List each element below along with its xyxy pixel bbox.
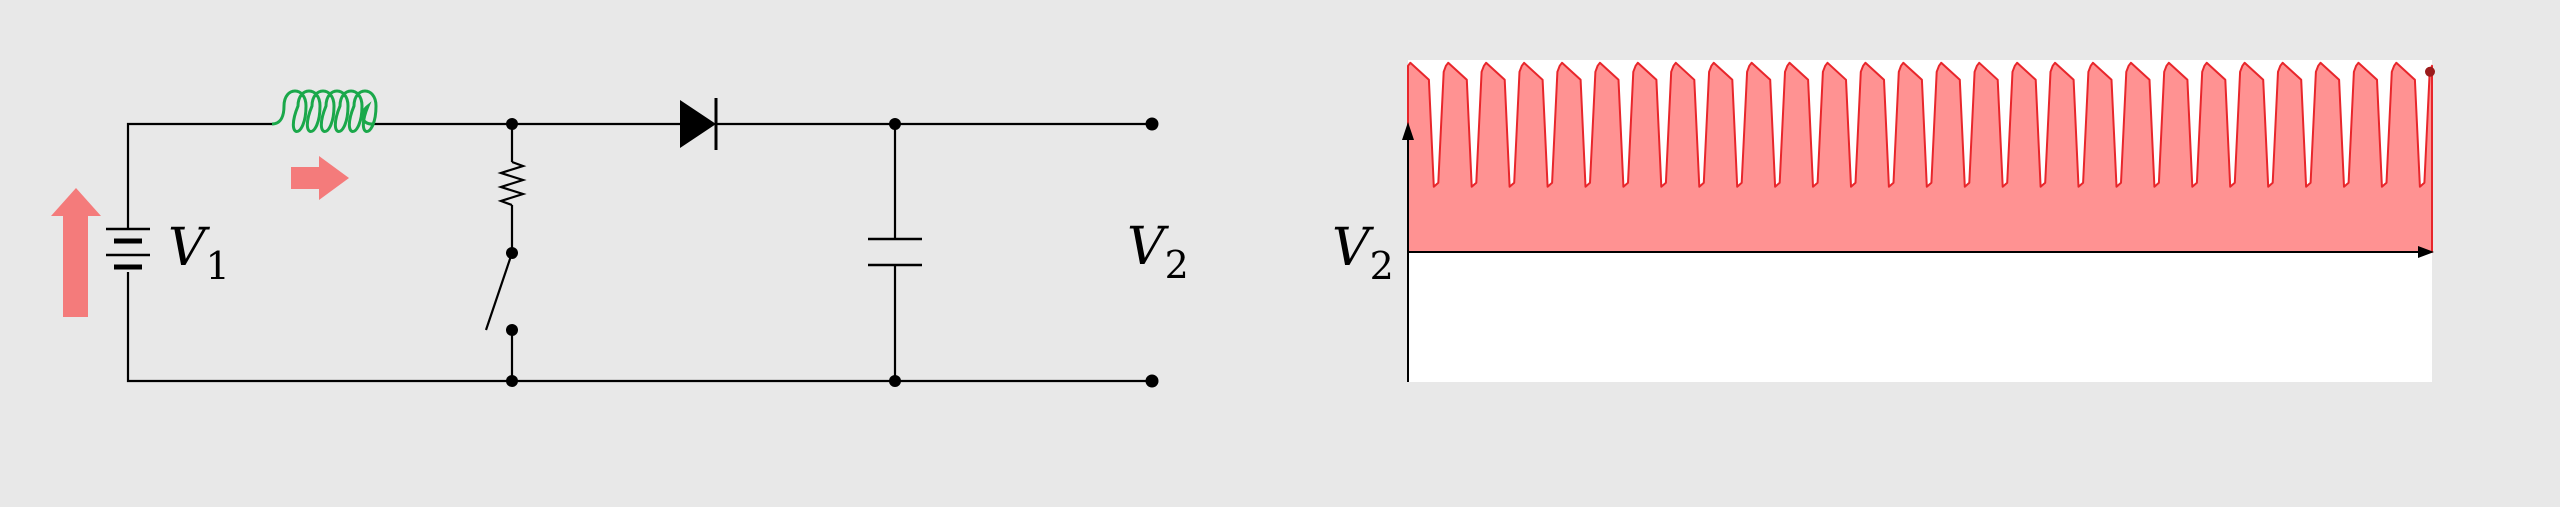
plot-y-label: V2 bbox=[1332, 218, 1394, 288]
waveform-end-dot bbox=[2425, 66, 2435, 77]
junction-dot bbox=[506, 118, 518, 130]
output-terminal-dot bbox=[1145, 117, 1159, 131]
circuit-diagram: V1 bbox=[51, 89, 1189, 388]
output-voltage-waveform bbox=[1407, 61, 2433, 253]
circuit-wires bbox=[126, 122, 1152, 383]
output-voltage-label: V2 bbox=[1127, 217, 1189, 287]
output-terminal-dot bbox=[1145, 374, 1159, 388]
battery-icon bbox=[106, 227, 150, 270]
resistor-icon bbox=[497, 160, 527, 207]
capacitor-icon bbox=[868, 237, 922, 267]
junction-dots bbox=[506, 117, 1159, 388]
switch-icon bbox=[484, 252, 514, 331]
junction-dot bbox=[889, 375, 901, 387]
switch-contact-dot bbox=[506, 247, 518, 259]
wire-source-top bbox=[126, 122, 272, 229]
inductor-current-arrow-icon bbox=[291, 156, 349, 200]
junction-dot bbox=[889, 118, 901, 130]
switch-contact-dot bbox=[506, 324, 518, 336]
source-current-arrow-icon bbox=[51, 188, 101, 317]
x-axis-arrow-icon bbox=[2418, 246, 2434, 258]
source-voltage-label: V1 bbox=[168, 218, 230, 288]
junction-dot bbox=[506, 375, 518, 387]
diode-icon bbox=[680, 98, 718, 150]
output-voltage-plot: V2 bbox=[1332, 60, 2435, 382]
inductor-icon bbox=[271, 89, 378, 133]
wire-source-bottom bbox=[126, 272, 1152, 383]
plot-axes bbox=[1402, 122, 2434, 382]
signal-layer bbox=[1407, 61, 2435, 253]
y-axis-arrow-icon bbox=[1402, 122, 1414, 140]
